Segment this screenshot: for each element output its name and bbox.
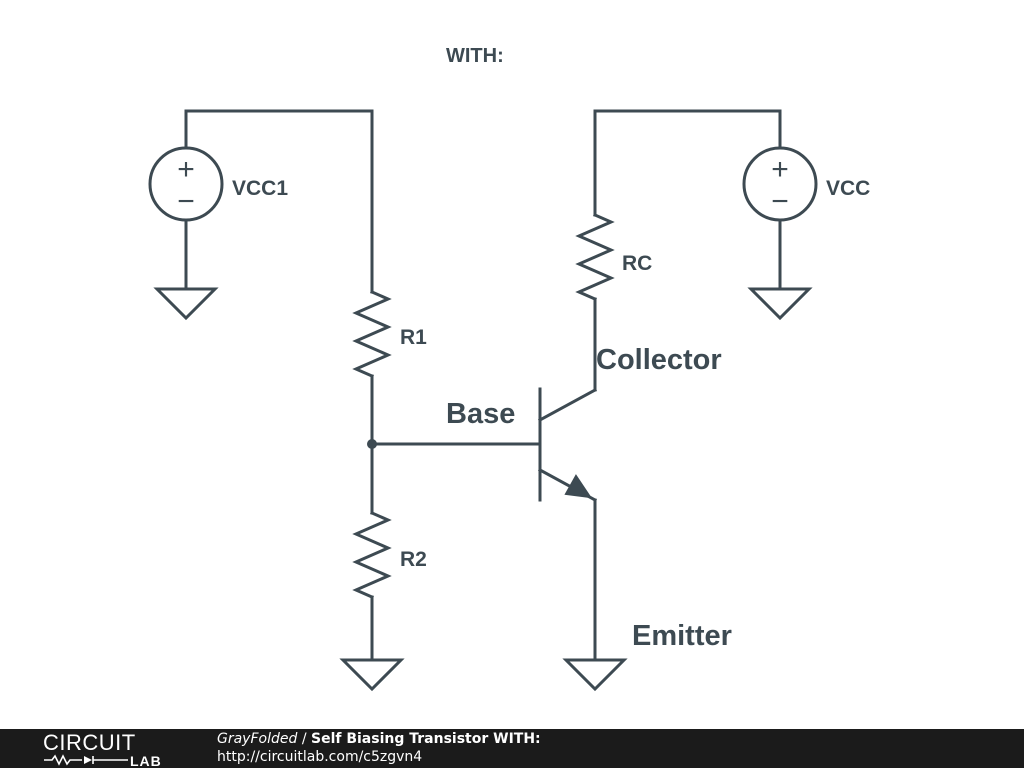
vcc-source: + − VCC [593,109,870,321]
base-label: Base [446,398,515,430]
ground-symbol-emitter [562,658,628,692]
ground-symbol-r2 [339,658,405,692]
rc-label: RC [622,252,652,275]
r1-zigzag [352,290,392,378]
ground-symbol-vcc [747,287,813,321]
transistor-collector-lead [537,387,598,423]
resistor-rc: RC [575,213,652,392]
emitter-arrow [564,474,593,499]
title-separator: / [297,731,311,747]
r1-label: R1 [400,326,427,349]
logo-word-lab: LAB [130,753,162,767]
circuit-title[interactable]: Self Biasing Transistor WITH: [311,731,541,747]
vcc-plus-sign: + [771,153,789,186]
r2-zigzag [352,511,392,599]
emitter-label: Emitter [632,620,732,652]
footer-bar: CIRCUIT LAB GrayFolded / Self Biasing Tr… [0,729,1024,768]
logo-resistor-glyph [44,754,82,766]
author-name[interactable]: GrayFolded [217,731,298,747]
logo-word-circuit: CIRCUIT [43,731,136,755]
vcc-minus-sign: − [771,185,789,218]
circuitlab-logo[interactable]: CIRCUIT LAB [42,731,174,767]
collector-label: Collector [596,344,722,376]
wire-vcc-top [593,109,782,217]
r2-label: R2 [400,548,427,571]
vcc1-plus-sign: + [177,153,195,186]
footer-title-line: GrayFolded / Self Biasing Transistor WIT… [217,730,541,748]
circuit-schematic: WITH: + − VCC1 R1 R2 + − VCC RC [148,45,870,692]
rc-zigzag [575,213,615,301]
junction-dot [367,439,377,449]
vcc-label: VCC [826,177,870,200]
resistor-r2: R2 [339,511,427,692]
circuit-url-link[interactable]: http://circuitlab.com/c5zgvn4 [217,749,423,765]
footer-credit: GrayFolded / Self Biasing Transistor WIT… [217,730,541,766]
vcc1-label: VCC1 [232,177,288,200]
vcc1-minus-sign: − [177,185,195,218]
schematic-heading: WITH: [446,45,504,67]
vcc1-source: + − VCC1 [148,109,374,321]
resistor-r1: R1 [352,290,427,378]
wire-vcc1-top [184,109,374,294]
npn-transistor: Base Collector [446,344,722,503]
logo-diode-glyph [84,756,92,764]
ground-symbol-vcc1 [153,287,219,321]
